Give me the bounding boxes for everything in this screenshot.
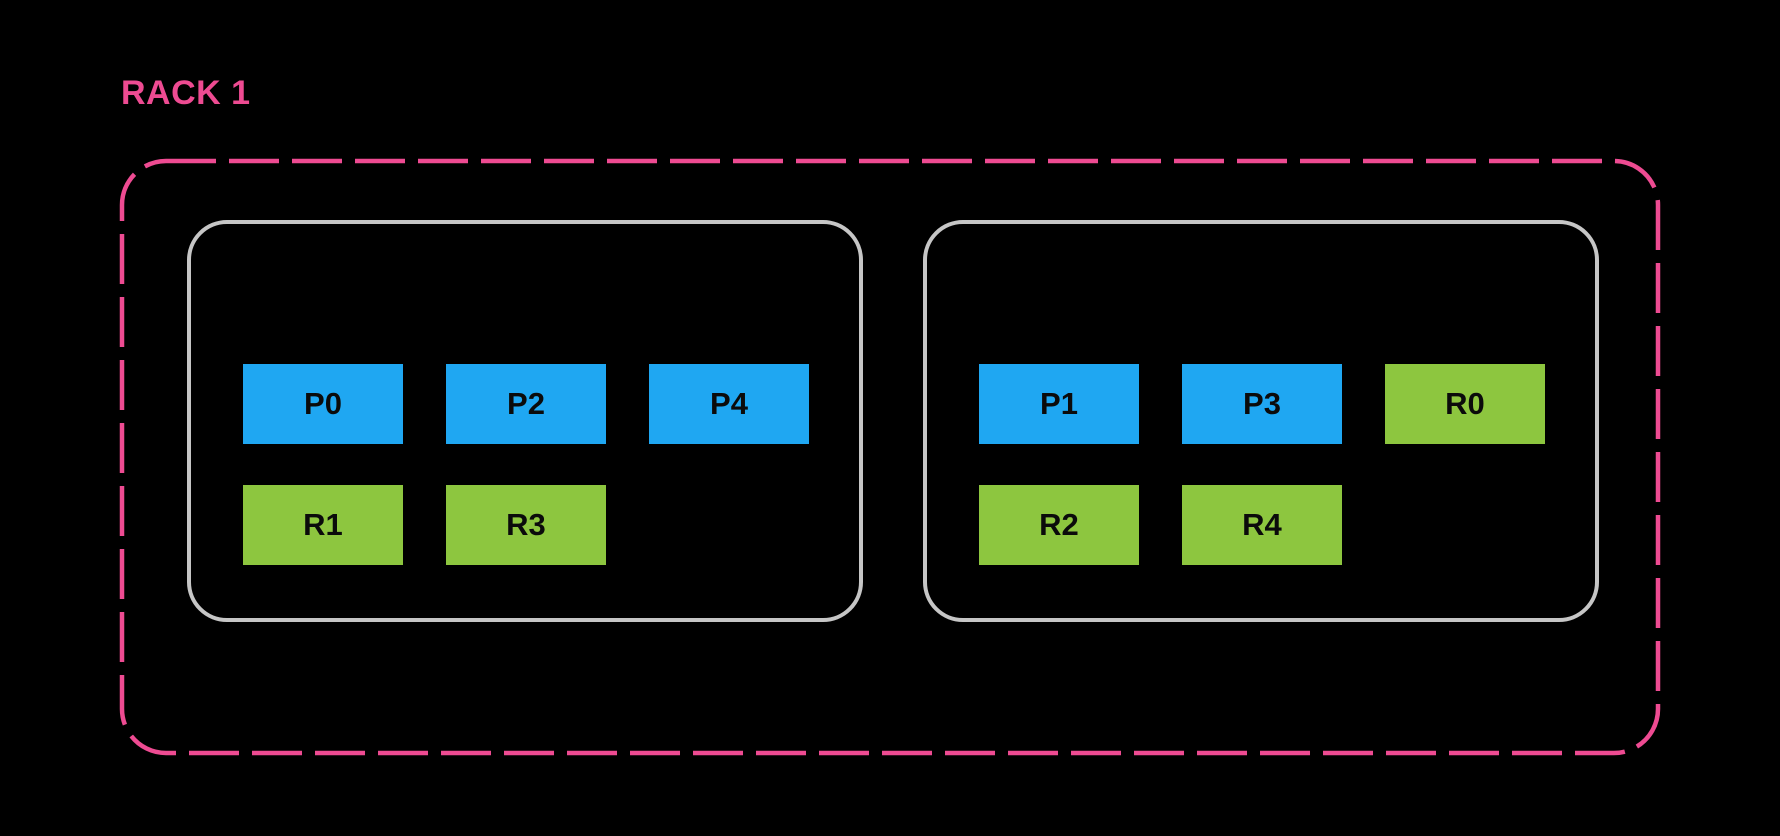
shard-row: P1 P3 R0 — [979, 364, 1595, 444]
shard-row: P0 P2 P4 — [243, 364, 859, 444]
shard-p0: P0 — [243, 364, 403, 444]
shard-p1: P1 — [979, 364, 1139, 444]
host-group-2: P1 P3 R0 R2 R4 — [923, 220, 1599, 622]
shard-r4: R4 — [1182, 485, 1342, 565]
shard-r0: R0 — [1385, 364, 1545, 444]
rack-dashed-border — [119, 158, 1661, 756]
shard-p4: P4 — [649, 364, 809, 444]
host-group-1: P0 P2 P4 R1 R3 — [187, 220, 863, 622]
shard-p2: P2 — [446, 364, 606, 444]
shard-r2: R2 — [979, 485, 1139, 565]
shard-row: R1 R3 — [243, 485, 859, 565]
shard-r3: R3 — [446, 485, 606, 565]
rack-title: RACK 1 — [121, 74, 251, 112]
shard-p3: P3 — [1182, 364, 1342, 444]
shard-r1: R1 — [243, 485, 403, 565]
shard-row: R2 R4 — [979, 485, 1595, 565]
